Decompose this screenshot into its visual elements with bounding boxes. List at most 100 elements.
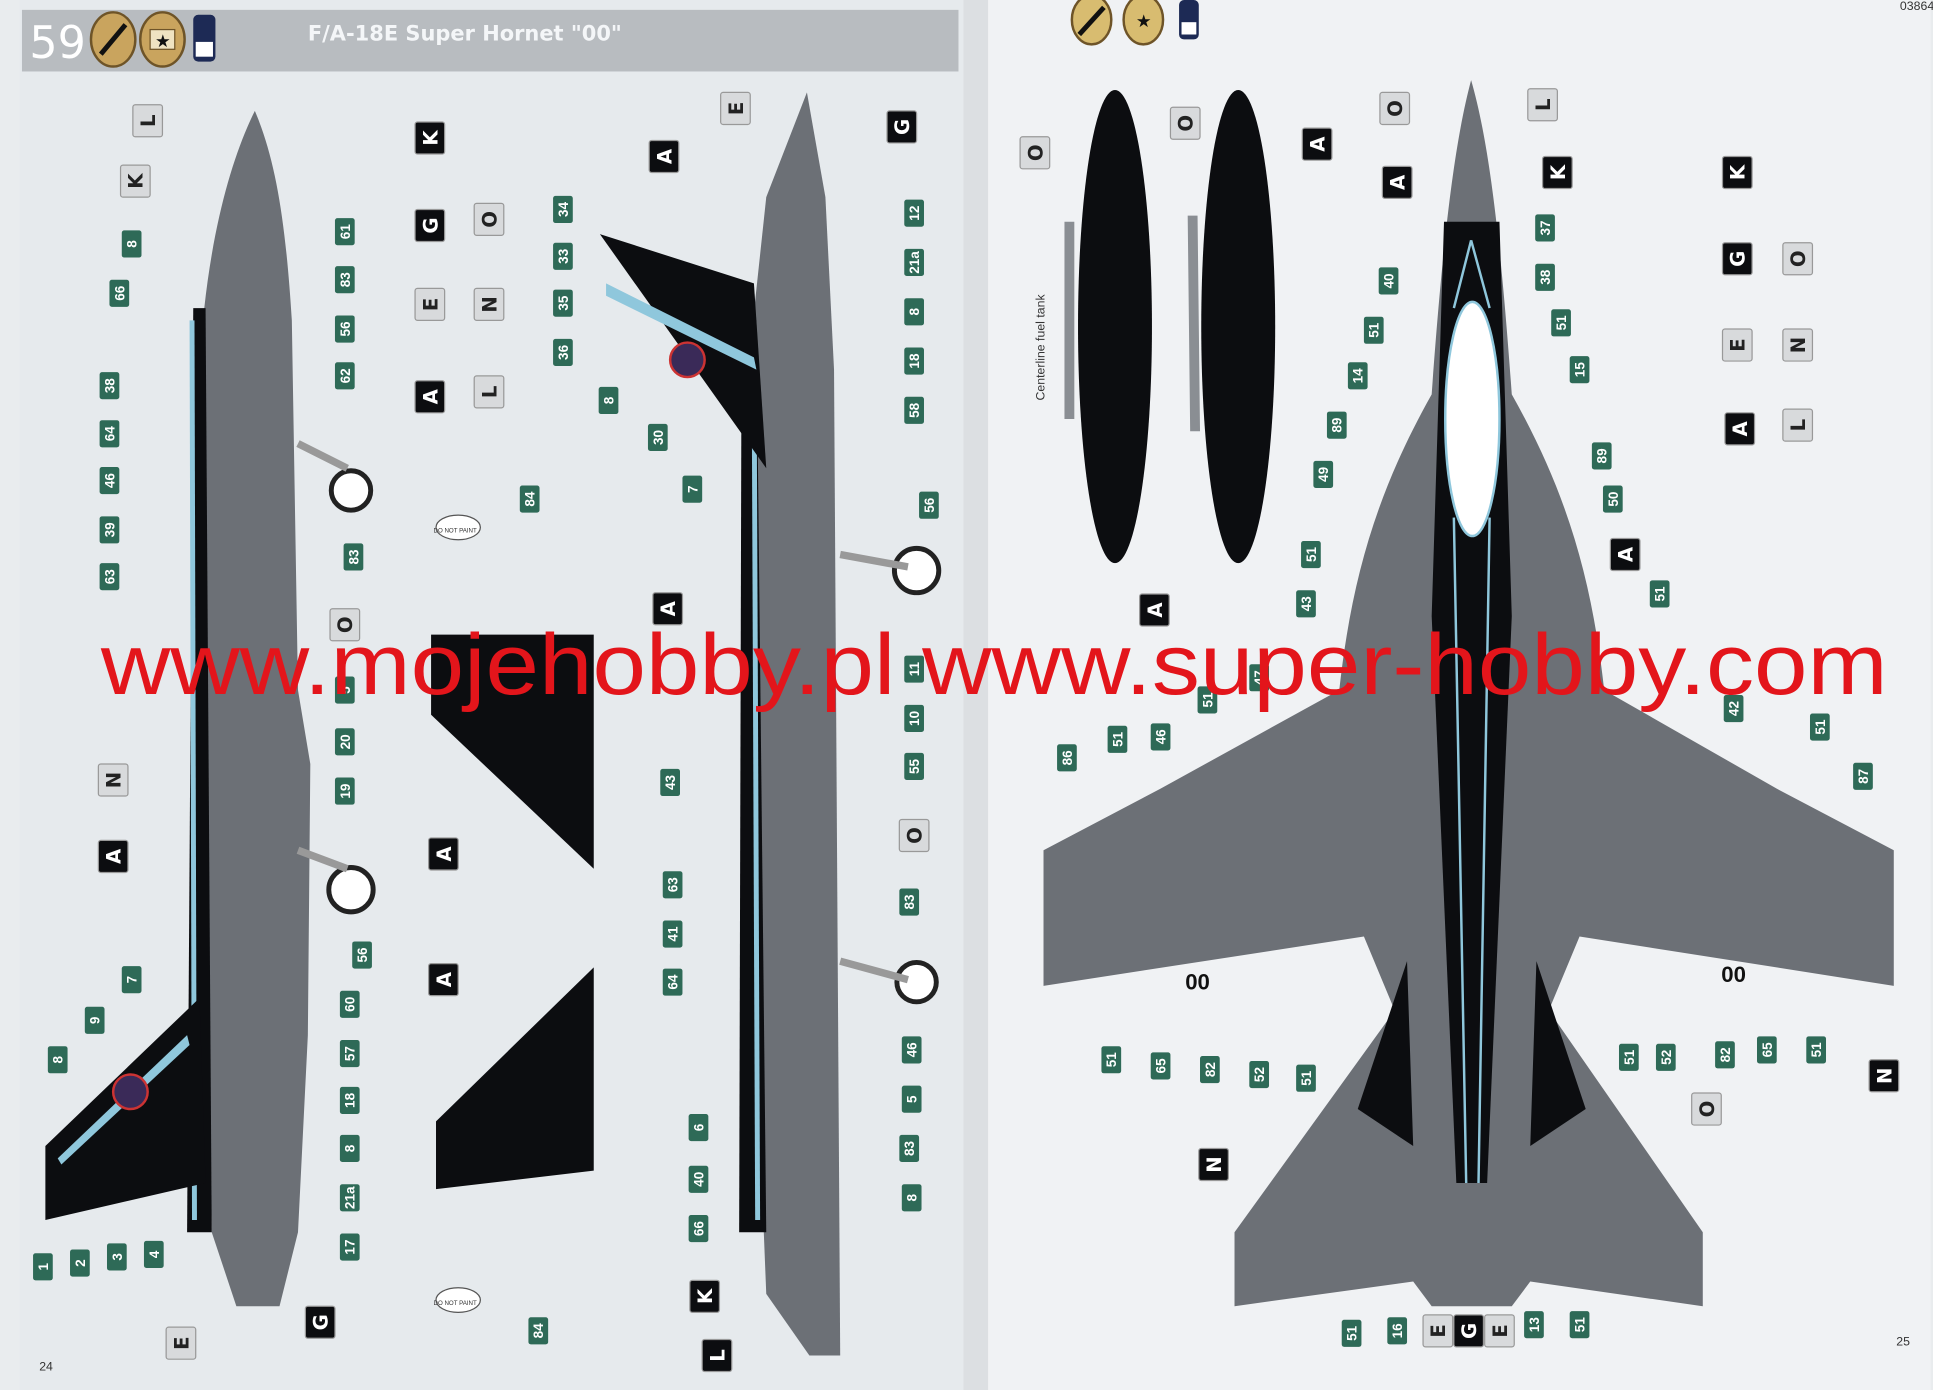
page-gutter bbox=[963, 0, 989, 1390]
decal-number-tag: 5 bbox=[334, 676, 355, 704]
svg-text:O: O bbox=[1787, 250, 1810, 267]
svg-text:51: 51 bbox=[1653, 586, 1668, 602]
decal-number-tag: 18 bbox=[904, 347, 924, 375]
svg-text:G: G bbox=[891, 119, 914, 135]
decal-letter-tag: N bbox=[1198, 1147, 1229, 1182]
decal-letter-tag: O bbox=[1019, 136, 1051, 170]
decal-number-tag: 7 bbox=[682, 475, 703, 503]
svg-text:A: A bbox=[653, 148, 676, 164]
svg-text:47: 47 bbox=[1252, 670, 1267, 685]
svg-text:52: 52 bbox=[1659, 1050, 1674, 1065]
modex-00-right: 00 bbox=[1721, 962, 1746, 987]
decal-number-tag: 43 bbox=[1296, 590, 1316, 618]
svg-text:11: 11 bbox=[907, 661, 922, 676]
svg-text:83: 83 bbox=[902, 894, 917, 910]
svg-text:DO NOT PAINT: DO NOT PAINT bbox=[434, 527, 477, 534]
svg-text:A: A bbox=[103, 848, 126, 864]
svg-text:12: 12 bbox=[907, 206, 922, 221]
decal-letter-tag: O bbox=[1169, 106, 1201, 140]
svg-text:14: 14 bbox=[1351, 368, 1366, 384]
decal-number-tag: 58 bbox=[904, 396, 924, 424]
svg-text:5: 5 bbox=[338, 686, 353, 694]
svg-text:6: 6 bbox=[691, 1123, 706, 1131]
svg-text:51: 51 bbox=[1304, 547, 1319, 563]
decal-number-tag: 51 bbox=[1101, 1046, 1122, 1074]
decal-number-tag: 51 bbox=[1618, 1043, 1639, 1071]
decal-letter-tag: K bbox=[1721, 155, 1753, 190]
svg-text:65: 65 bbox=[1154, 1058, 1169, 1074]
svg-text:61: 61 bbox=[338, 224, 353, 240]
svg-text:37: 37 bbox=[1538, 220, 1553, 235]
svg-text:N: N bbox=[1787, 337, 1810, 354]
decal-number-tag: 8 bbox=[121, 230, 142, 258]
svg-text:A: A bbox=[1387, 174, 1410, 190]
decal-number-tag: 82 bbox=[1200, 1056, 1220, 1084]
svg-text:8: 8 bbox=[601, 396, 616, 404]
decal-number-tag: 9 bbox=[84, 1006, 105, 1034]
svg-text:56: 56 bbox=[355, 947, 370, 963]
decal-number-tag: 42 bbox=[1723, 695, 1744, 723]
brush-glue-icon bbox=[1070, 0, 1113, 46]
decal-number-tag: 89 bbox=[1326, 411, 1347, 439]
svg-text:51: 51 bbox=[1813, 719, 1828, 735]
decal-letter-tag: L bbox=[1527, 88, 1558, 122]
svg-text:46: 46 bbox=[1154, 729, 1169, 745]
svg-text:O: O bbox=[334, 616, 357, 633]
svg-text:A: A bbox=[1306, 136, 1329, 152]
decal-number-tag: 33 bbox=[553, 242, 573, 270]
wing-panel-lower bbox=[436, 967, 594, 1190]
svg-text:8: 8 bbox=[907, 308, 922, 316]
decal-number-tag: 6 bbox=[688, 1113, 709, 1142]
aircraft-side-view-middle bbox=[599, 92, 942, 1356]
step-number: 59 bbox=[29, 18, 85, 69]
svg-text:O: O bbox=[1384, 100, 1407, 117]
svg-text:51: 51 bbox=[1554, 315, 1569, 331]
decal-number-tag: 40 bbox=[688, 1165, 709, 1193]
svg-text:N: N bbox=[103, 772, 126, 788]
svg-text:83: 83 bbox=[346, 549, 361, 565]
svg-text:E: E bbox=[419, 298, 442, 311]
decal-letter-tag: G bbox=[886, 110, 918, 144]
decal-number-tag: 46 bbox=[99, 467, 120, 495]
decal-number-tag: 61 bbox=[334, 218, 355, 246]
decal-number-tag: 66 bbox=[688, 1215, 709, 1243]
svg-text:34: 34 bbox=[556, 201, 571, 217]
decal-number-tag: 2 bbox=[70, 1249, 90, 1277]
decal-number-tag: 19 bbox=[334, 777, 355, 805]
decal-letter-tag: A bbox=[652, 592, 684, 626]
decal-number-tag: 4 bbox=[143, 1240, 164, 1269]
svg-text:82: 82 bbox=[1718, 1047, 1733, 1062]
decal-number-tag: 62 bbox=[334, 362, 355, 390]
decal-number-tag: 8 bbox=[904, 298, 924, 326]
catalog-code: 03864 bbox=[1900, 0, 1933, 13]
decal-letter-tag: A bbox=[414, 380, 446, 414]
decal-number-tag: 8 bbox=[339, 1134, 360, 1163]
svg-text:63: 63 bbox=[666, 877, 681, 893]
decal-letter-tag: O bbox=[1691, 1092, 1722, 1126]
svg-text:L: L bbox=[478, 385, 501, 398]
svg-text:87: 87 bbox=[1856, 769, 1871, 784]
svg-text:O: O bbox=[904, 827, 927, 844]
svg-text:O: O bbox=[1024, 144, 1047, 161]
svg-text:51: 51 bbox=[1345, 1325, 1360, 1341]
svg-text:19: 19 bbox=[338, 783, 353, 799]
svg-text:64: 64 bbox=[666, 974, 681, 990]
svg-text:17: 17 bbox=[343, 1240, 358, 1255]
decal-letter-tag: N bbox=[1782, 328, 1814, 362]
step-title: F/A-18E Super Hornet "00" bbox=[308, 22, 622, 46]
svg-text:E: E bbox=[170, 1336, 193, 1349]
svg-text:★: ★ bbox=[155, 31, 170, 51]
decal-star-icon: ★ bbox=[139, 11, 186, 68]
decal-number-tag: 34 bbox=[553, 195, 573, 224]
decal-number-tag: 36 bbox=[553, 338, 573, 366]
landing-gear-wheel bbox=[891, 545, 942, 596]
decal-letter-tag: N bbox=[473, 287, 505, 322]
svg-text:8: 8 bbox=[125, 240, 140, 248]
canopy bbox=[1444, 300, 1501, 538]
svg-text:K: K bbox=[125, 173, 148, 189]
svg-text:L: L bbox=[1532, 98, 1555, 111]
svg-text:N: N bbox=[1873, 1068, 1896, 1085]
decal-number-tag: 16 bbox=[1387, 1317, 1408, 1345]
svg-text:49: 49 bbox=[1316, 466, 1331, 482]
decal-letter-tag: K bbox=[414, 121, 446, 155]
